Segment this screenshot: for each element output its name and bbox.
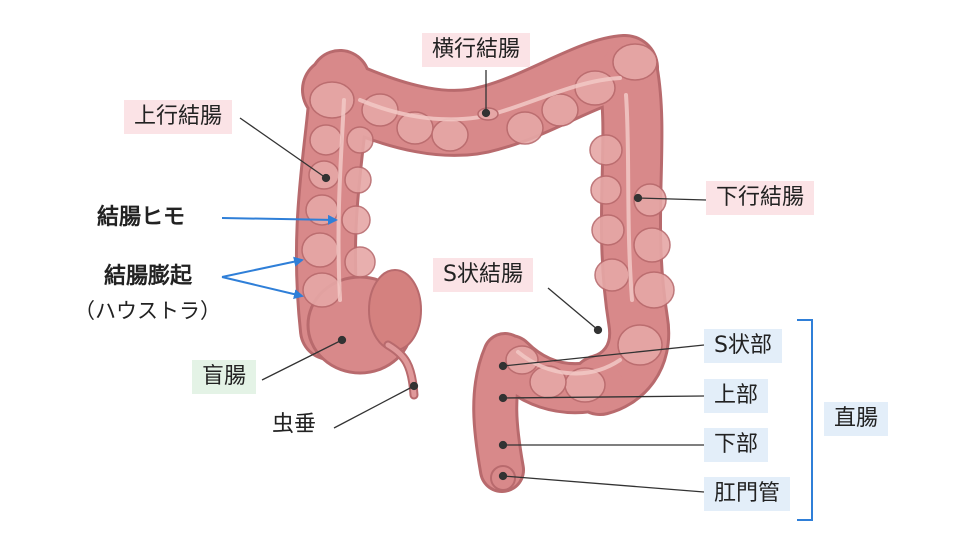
label-haustra: 結腸膨起 (104, 260, 192, 294)
leader-sigmoid-colon (548, 288, 602, 334)
label-rectosigmoid: S状部 (704, 329, 782, 363)
label-lower-rectum: 下部 (704, 428, 768, 462)
label-anal-canal: 肛門管 (704, 477, 790, 511)
label-rectum: 直腸 (824, 402, 888, 436)
label-cecum: 盲腸 (192, 360, 256, 394)
label-taeniae-coli: 結腸ヒモ (97, 201, 185, 235)
leader-anal-canal (500, 473, 705, 493)
label-transverse-colon: 横行結腸 (422, 33, 530, 67)
arrow-haustra-lower (222, 277, 302, 296)
label-sigmoid-colon: S状結腸 (433, 258, 533, 292)
arrow-haustra-upper (222, 260, 302, 277)
rectum-bracket (797, 320, 812, 520)
label-upper-rectum: 上部 (704, 379, 768, 413)
label-appendix: 虫垂 (272, 408, 316, 442)
label-haustra-sub: （ハウストラ） (74, 294, 221, 328)
leader-lower-rectum (500, 442, 705, 449)
label-descending-colon: 下行結腸 (706, 181, 814, 215)
leader-appendix (334, 383, 418, 429)
label-ascending-colon: 上行結腸 (124, 100, 232, 134)
